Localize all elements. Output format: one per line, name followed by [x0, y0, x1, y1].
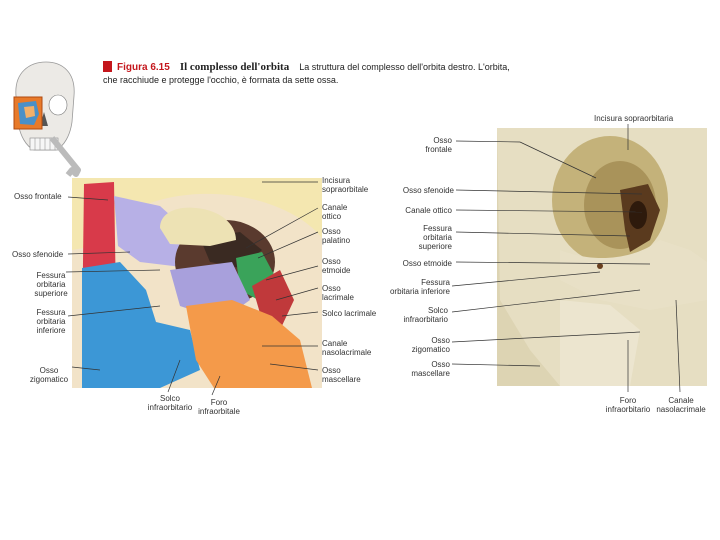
caption-marker [103, 61, 112, 72]
label-osso-sfenoide-right: Osso sfenoide [402, 186, 454, 195]
label-fessura-superiore-right: Fessura orbitaria superiore [418, 224, 452, 251]
label-osso-lacrimale-left: Osso lacrimale [322, 284, 355, 302]
label-fessura-inferiore-right: Fessura orbitaria inferiore [389, 278, 450, 296]
label-canale-nasolacrimale-right: Canale nasolacrimale [656, 396, 706, 414]
label-solco-lacrimale-left: Solco lacrimale [322, 309, 377, 318]
label-incisura-sopraorbitale-left: Incisura sopraorbitale [322, 176, 369, 194]
label-canale-nasolacrimale-left: Canale nasolacrimale [322, 339, 372, 357]
label-foro-infraorbitario-right: Foro infraorbitario [605, 396, 651, 414]
label-osso-etmoide-right: Osso etmoide [402, 259, 452, 268]
label-canale-ottico-left: Canale ottico [322, 203, 348, 221]
label-osso-mascellare-right: Osso mascellare [411, 360, 450, 378]
label-fessura-superiore-left: Fessura orbitaria superiore [34, 271, 68, 298]
leader-lines-left [65, 181, 319, 396]
label-osso-etmoide-left: Osso etmoide [322, 257, 351, 275]
label-solco-infraorbitario-left: Solco infraorbitario [147, 394, 193, 412]
skull-thumbnail [13, 61, 81, 177]
label-osso-sfenoide-left: Osso sfenoide [12, 250, 64, 259]
figure-text: La struttura del complesso dell'orbita d… [103, 62, 510, 85]
leader-lines-right [451, 124, 681, 393]
label-solco-infraorbitario-right: Solco infraorbitario [403, 306, 448, 324]
label-canale-ottico-right: Canale ottico [405, 206, 452, 215]
label-osso-zigomatico-left: Osso zigomatico [29, 366, 69, 384]
orbit-photo [497, 128, 707, 386]
label-osso-palatino-left: Osso palatino [322, 227, 351, 245]
label-osso-frontale-left: Osso frontale [14, 192, 62, 201]
label-foro-infraorbitale-left: Foro infraorbitale [198, 398, 240, 416]
label-incisura-sopraorbitaria-right: Incisura sopraorbitaria [594, 114, 674, 123]
label-osso-frontale-right: Osso frontale [425, 136, 452, 154]
figure-number: Figura 6.15 [117, 62, 170, 73]
label-osso-zigomatico-right: Osso zigomatico [411, 336, 450, 354]
label-fessura-inferiore-left: Fessura orbitaria inferiore [36, 308, 66, 335]
figure-title: Il complesso dell'orbita [179, 61, 290, 73]
orbit-drawing-colored [72, 178, 322, 388]
label-osso-mascellare-left: Osso mascellare [322, 366, 361, 384]
